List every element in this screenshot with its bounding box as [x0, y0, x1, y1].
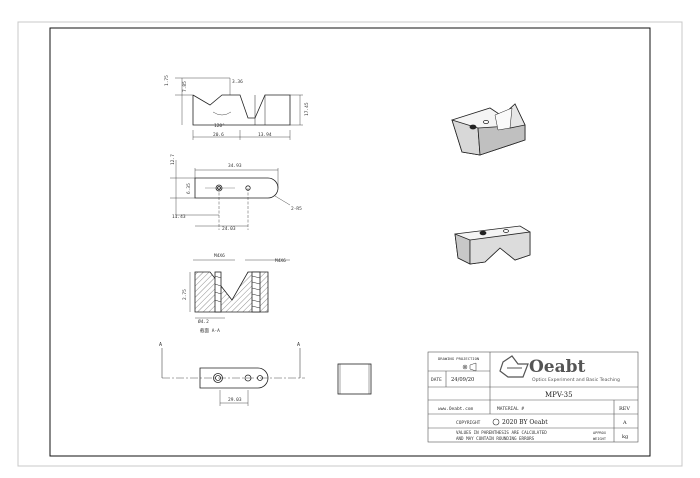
iso-view-1	[451, 103, 526, 156]
dim-mid-2: 11.43	[172, 214, 186, 220]
approx-weight-label-2: WEIGHT	[593, 437, 607, 441]
company-logo: Oeabt Optics Experiment and Basic Teachi…	[499, 355, 620, 383]
weight-unit: kg	[622, 434, 629, 440]
iso-view-2	[454, 225, 531, 265]
dim-section-2: M4X6	[275, 258, 286, 264]
date-label: DATE	[431, 377, 442, 383]
part-number: MPV-35	[545, 391, 573, 399]
rev-label: REV	[619, 406, 630, 412]
section-marker-left: A	[159, 342, 162, 348]
dim-right-height: 17.45	[304, 102, 310, 116]
dim-mid-1: 6.35	[186, 183, 192, 194]
date-value: 24/09/20	[451, 377, 474, 383]
copyright-icon	[492, 418, 500, 426]
note-line-1: VALUES IN PARENTHESIS ARE CALCULATED	[456, 430, 547, 435]
logo-tagline: Optics Experiment and Basic Teaching	[532, 377, 620, 383]
view-plan	[170, 160, 291, 230]
dim-bottom-2: 13.94	[258, 132, 272, 138]
dim-top-1: 1.75	[164, 75, 170, 86]
view-front	[161, 348, 305, 406]
inner-frame	[49, 27, 651, 457]
section-marker-right: A	[297, 342, 300, 348]
dim-top-3: 3.36	[232, 79, 243, 85]
dim-section-3: 2.75	[182, 289, 188, 300]
dim-section-1: M4X6	[214, 253, 225, 259]
approx-weight-label-1: APPROX	[593, 431, 607, 435]
dim-mid-width: 34.93	[228, 163, 242, 169]
dim-angle: 120°	[214, 123, 225, 129]
logo-wordmark: Oeabt	[529, 357, 586, 377]
material-label: MATERIAL #	[497, 406, 524, 412]
dim-radius: 2-R5	[291, 206, 302, 212]
section-label: 截面 A-A	[200, 327, 220, 334]
copyright-label: COPYRIGHT	[456, 420, 481, 426]
projection-symbol	[462, 362, 477, 372]
outer-frame	[17, 21, 683, 467]
dim-front-width: 29.03	[228, 397, 242, 403]
copyright-owner: 2020 BY Oeabt	[502, 419, 548, 426]
rev-value: A	[622, 420, 627, 426]
view-top	[175, 77, 303, 140]
dim-mid-3: 24.03	[222, 226, 236, 232]
website: www.Oeabt.com	[438, 406, 474, 412]
title-block	[427, 351, 639, 443]
view-section	[189, 259, 290, 319]
note-line-2: AND MAY CONTAIN ROUNDING ERRORS	[456, 436, 535, 441]
view-side-block	[337, 363, 372, 395]
dim-bottom-1: 20.6	[213, 132, 224, 138]
projection-label: DRAWING PROJECTION	[438, 356, 480, 361]
dim-mid-height: 12.7	[170, 154, 176, 165]
dim-section-4: Ø4.2	[198, 318, 209, 325]
dim-top-2: 7.85	[182, 81, 188, 92]
